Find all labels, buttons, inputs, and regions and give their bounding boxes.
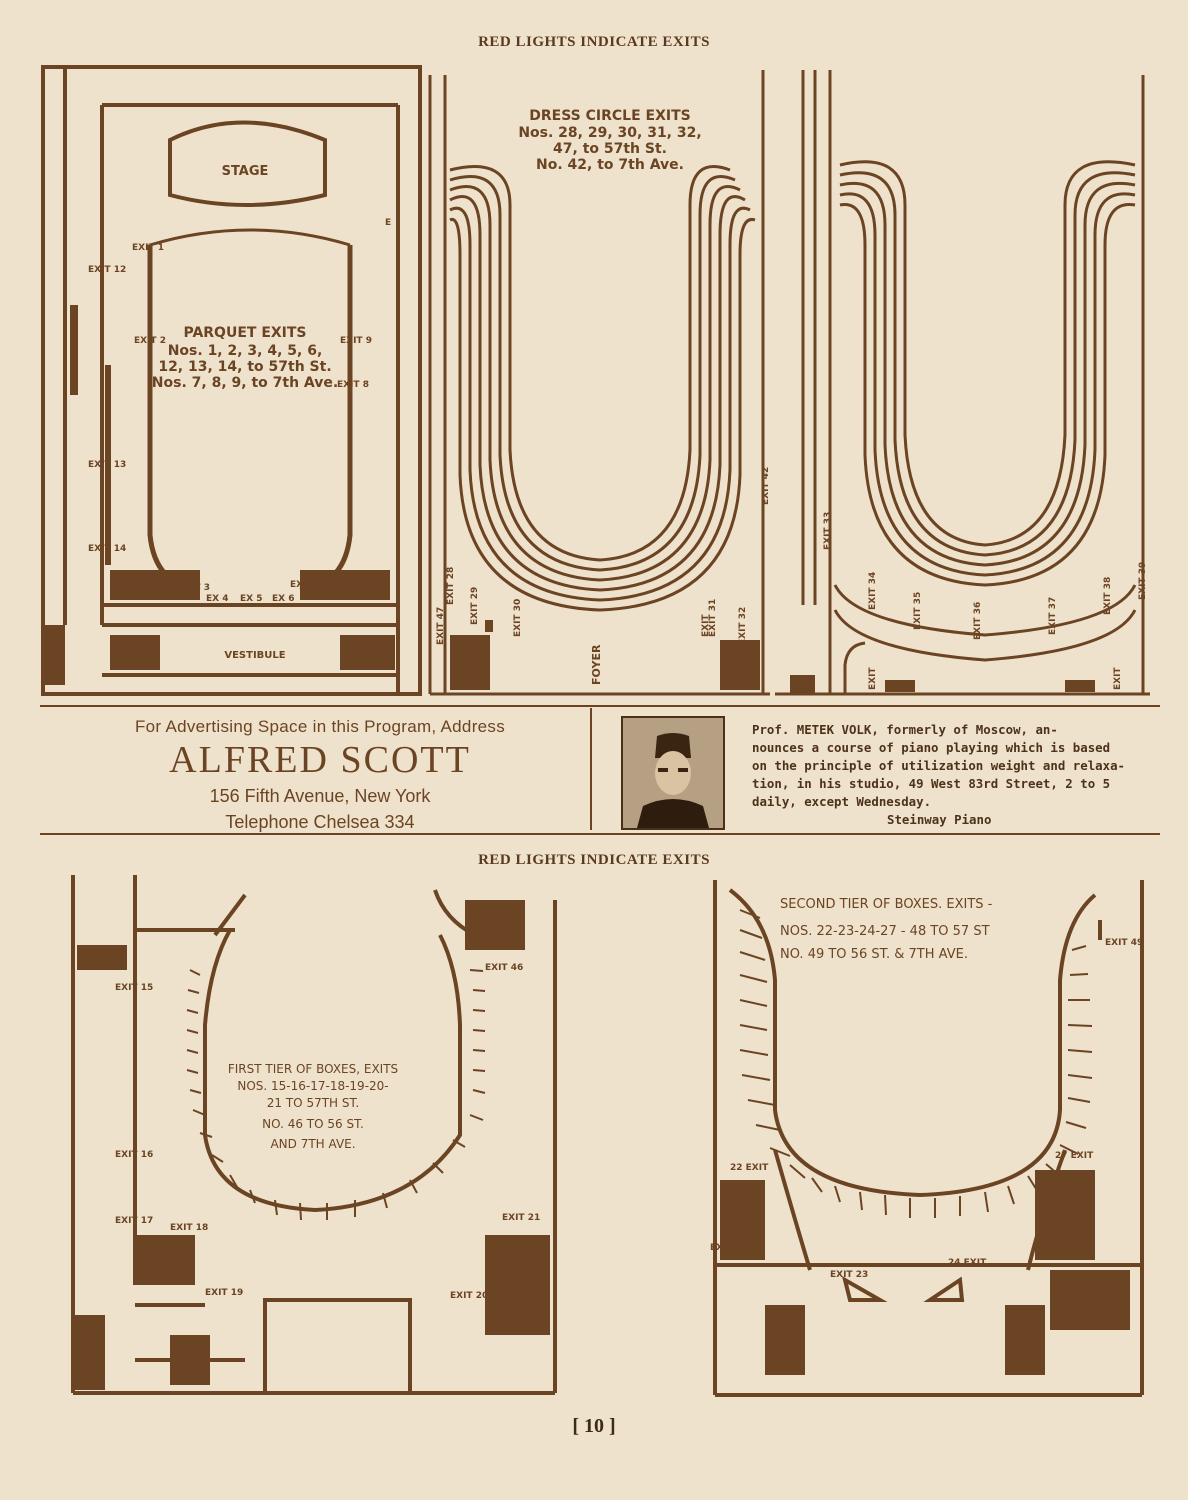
second-tier-line2: NO. 49 TO 56 ST. & 7TH AVE. [780, 947, 968, 962]
exit-label: EXIT 3 [178, 583, 210, 593]
exit-label: 22 EXIT [730, 1163, 769, 1173]
parquet-floor-plan: STAGE PARQUET EXITS Nos. 1, 2, 3, 4, 5, … [41, 65, 422, 696]
first-tier-line2: 21 TO 57TH ST. [267, 1096, 359, 1110]
parquet-title: PARQUET EXITS [183, 325, 306, 341]
divider-line [40, 833, 1160, 835]
dress-circle-title: DRESS CIRCLE EXITS [529, 108, 690, 124]
exit-label: E [385, 218, 391, 228]
exit-label: EXIT 29 [470, 587, 480, 625]
first-tier-line4: AND 7TH AVE. [270, 1137, 355, 1151]
advertising-ad: For Advertising Space in this Program, A… [60, 717, 580, 835]
dress-circle-line1: Nos. 28, 29, 30, 31, 32, [518, 125, 701, 141]
exit-label: 27 EXIT [1055, 1151, 1094, 1161]
exit-label: EXIT 8 [337, 380, 369, 390]
first-tier-title: FIRST TIER OF BOXES, EXITS [228, 1062, 398, 1076]
exit-label: EXIT 38 [1103, 577, 1113, 615]
exit-label: EX 4 [206, 594, 228, 604]
exit-label: EXIT 35 [913, 592, 923, 630]
exit-label: EXIT 23 [830, 1270, 868, 1280]
dress-circle-line3: No. 42, to 7th Ave. [536, 157, 684, 173]
exit-label: 24 EXIT [948, 1258, 987, 1268]
parquet-line3: Nos. 7, 8, 9, to 7th Ave. [152, 375, 338, 391]
ad-text-line: Prof. METEK VOLK, formerly of Moscow, an… [752, 722, 1058, 737]
header-bottom: RED LIGHTS INDICATE EXITS [478, 852, 710, 868]
exit-label: EXIT 20 [450, 1291, 488, 1301]
piano-lessons-ad: Prof. METEK VOLK, formerly of Moscow, an… [752, 721, 1147, 829]
portrait-photo [621, 716, 725, 830]
exit-label: EXIT [868, 667, 878, 690]
ad-intro: For Advertising Space in this Program, A… [134, 717, 506, 736]
stage-label: STAGE [222, 164, 269, 179]
exit-label: EXIT 37 [1048, 597, 1058, 635]
exit-label: EXIT 39 [1138, 562, 1148, 600]
second-tier-floor-plan: SECOND TIER OF BOXES. EXITS - NOS. 22-23… [710, 880, 1144, 1397]
first-tier-line1: NOS. 15-16-17-18-19-20- [237, 1079, 388, 1093]
divider-line [590, 708, 592, 830]
divider-line [40, 705, 1160, 707]
exit-label: EXIT 7 [290, 580, 322, 590]
exit-label: EXIT 28 [446, 567, 456, 605]
exit-label: EXIT 13 [88, 460, 126, 470]
ad-text-line: nounces a course of piano playing which … [752, 740, 1111, 755]
page-number: [ 10 ] [572, 1415, 616, 1437]
ad-text-line: daily, except Wednesday. [752, 794, 932, 809]
header-top: RED LIGHTS INDICATE EXITS [478, 34, 710, 50]
balcony-floor-plan: EXIT 33 EXIT 34 EXIT 35 EXIT 36 EXIT 37 … [775, 70, 1150, 696]
exit-label: EXIT 30 [513, 599, 523, 637]
exit-label: EXIT 42 [761, 467, 771, 505]
exit-label: EXIT 21 [502, 1213, 540, 1223]
exit-label: EXIT 2 [134, 336, 166, 346]
exit-label: EXIT 46 [485, 963, 523, 973]
exit-label: EXIT 19 [205, 1288, 243, 1298]
exit-label: EXIT 31 [708, 599, 718, 637]
exit-label: EXIT 32 [738, 607, 748, 645]
exit-label: EXIT 36 [973, 602, 983, 640]
ad-name: ALFRED SCOTT [169, 739, 471, 781]
parquet-line2: 12, 13, 14, to 57th St. [158, 359, 331, 375]
foyer-label: FOYER [590, 644, 603, 685]
exit-label: EXIT 33 [823, 512, 833, 550]
exit-label: EXIT 9 [340, 336, 372, 346]
exit-label: EXIT 34 [868, 572, 878, 610]
first-tier-line3: NO. 46 TO 56 ST. [262, 1117, 364, 1131]
exit-label: EXIT 12 [88, 265, 126, 275]
exit-label: EXIT 17 [115, 1216, 153, 1226]
exit-label: EXIT 47 [436, 607, 446, 645]
exit-label: EXIT [1113, 667, 1123, 690]
first-tier-floor-plan: FIRST TIER OF BOXES, EXITS NOS. 15-16-17… [71, 875, 557, 1395]
exit-label: EXIT 48 [710, 1243, 748, 1253]
portrait-image [623, 718, 723, 828]
exit-label: EXIT 49 [1105, 938, 1143, 948]
exit-label: EXIT 15 [115, 983, 153, 993]
vestibule-label: VESTIBULE [224, 650, 285, 661]
exit-label: EXIT 18 [170, 1223, 208, 1233]
parquet-line1: Nos. 1, 2, 3, 4, 5, 6, [168, 343, 323, 359]
ad-address: 156 Fifth Avenue, New York [209, 786, 431, 806]
exit-label: EXIT 1 [132, 243, 164, 253]
exit-label: EXIT [701, 614, 711, 637]
exit-label: EXIT 14 [88, 544, 126, 554]
ad-text-line: on the principle of utilization weight a… [752, 758, 1125, 773]
exit-label: EXIT 16 [115, 1150, 153, 1160]
exit-label: EX 5 [240, 594, 262, 604]
piano-brand: Steinway Piano [887, 812, 992, 827]
dress-circle-floor-plan: DRESS CIRCLE EXITS Nos. 28, 29, 30, 31, … [428, 70, 771, 696]
dress-circle-line2: 47, to 57th St. [553, 141, 667, 157]
ad-phone: Telephone Chelsea 334 [225, 812, 415, 832]
ad-text-line: tion, in his studio, 49 West 83rd Street… [752, 776, 1111, 791]
second-tier-line1: NOS. 22-23-24-27 - 48 TO 57 ST [780, 924, 990, 939]
exit-label: EX 6 [272, 594, 294, 604]
second-tier-title: SECOND TIER OF BOXES. EXITS - [780, 897, 993, 912]
